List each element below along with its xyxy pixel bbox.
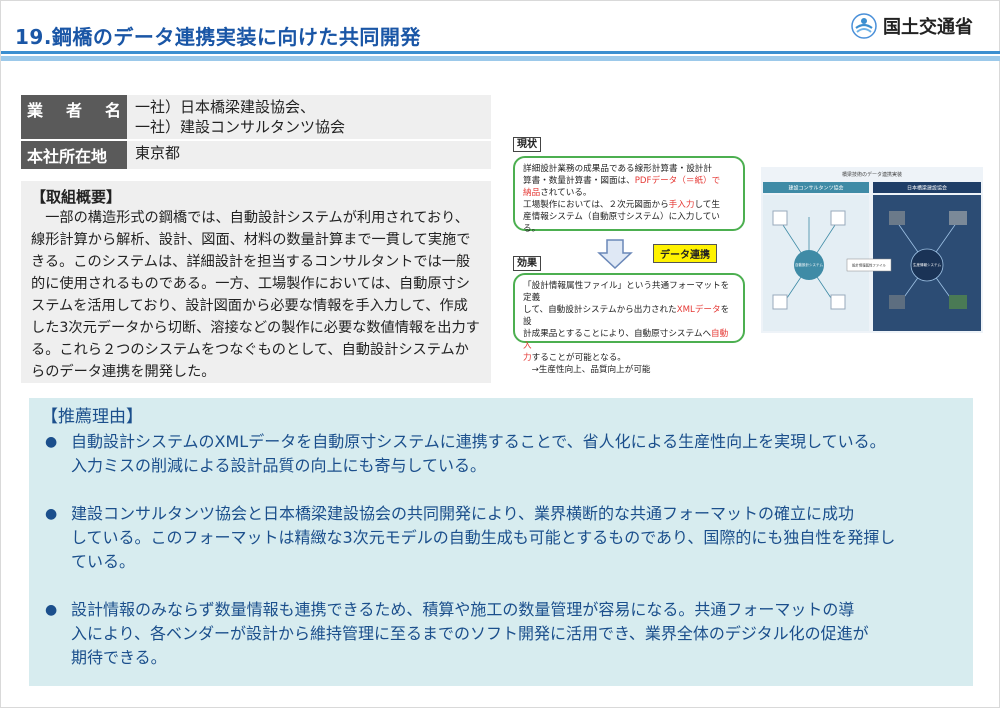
company-label: 業 者 名 — [21, 95, 127, 139]
bullet-icon: ● — [45, 602, 58, 618]
header-rule — [1, 51, 1000, 61]
page-title: 19.鋼橋のデータ連携実装に向けた共同開発 — [15, 25, 421, 49]
bullet-icon: ● — [45, 434, 58, 450]
overview-box: 【取組概要】 一部の構造形式の鋼橋では、自動設計システムが利用されており、線形計… — [21, 181, 491, 383]
location-label: 本社所在地 — [21, 141, 127, 169]
location-value: 東京都 — [127, 141, 491, 169]
diagram-left-center: 自動設計システム — [795, 262, 823, 267]
reason-item: ● 建設コンサルタンツ協会と日本橋梁建設協会の共同開発により、業界横断的な共通フ… — [41, 502, 961, 574]
diagram-title: 橋梁技術のデータ連携実装 — [842, 171, 902, 178]
down-arrow-icon — [597, 239, 633, 269]
overview-heading: 【取組概要】 — [31, 188, 122, 206]
overview-body: 一部の構造形式の鋼橋では、自動設計システムが利用されており、線形計算から解析、設… — [31, 210, 480, 380]
diagram-right-center: 生産情報システム — [913, 262, 941, 267]
reason-item: ● 設計情報のみならず数量情報も連携できるため、積算や施工の数量管理が容易になる… — [41, 598, 961, 670]
reasons-box: 【推薦理由】 ● 自動設計システムのXMLデータを自動原寸システムに連携すること… — [29, 398, 973, 686]
diagram-mid-label: 設計情報属性ファイル — [852, 263, 887, 268]
ministry-name: 国土交通省 — [883, 17, 973, 38]
effect-box: 「設計情報属性ファイル」という共通フォーマットを定義 して、自動設計システムから… — [513, 273, 745, 375]
diagram-left-header: 建設コンサルタンツ協会 — [788, 185, 843, 192]
current-box: 詳細設計業務の成果品である線形計算書・設計計 算書・数量計算書・図面は、PDFデ… — [513, 156, 745, 234]
reasons-heading: 【推薦理由】 — [41, 407, 143, 427]
data-linkage-diagram: 橋梁技術のデータ連携実装 建設コンサルタンツ協会 日本橋梁建設協会 自動設計シス… — [761, 167, 983, 333]
location-row: 本社所在地 東京都 — [21, 141, 491, 169]
effect-tag: 効果 — [513, 256, 541, 271]
mlit-logo-icon — [851, 13, 877, 39]
diagram-right-header: 日本橋梁建設協会 — [907, 185, 947, 192]
bullet-icon: ● — [45, 506, 58, 522]
company-row: 業 者 名 一社）日本橋梁建設協会、 一社）建設コンサルタンツ協会 — [21, 95, 491, 139]
ministry-logo: 国土交通省 — [851, 13, 973, 39]
current-tag: 現状 — [513, 137, 541, 152]
data-link-label: データ連携 — [653, 244, 717, 263]
reason-item: ● 自動設計システムのXMLデータを自動原寸システムに連携することで、省人化によ… — [41, 430, 961, 478]
company-info-table: 業 者 名 一社）日本橋梁建設協会、 一社）建設コンサルタンツ協会 本社所在地 … — [21, 95, 491, 171]
company-value: 一社）日本橋梁建設協会、 一社）建設コンサルタンツ協会 — [127, 95, 491, 139]
